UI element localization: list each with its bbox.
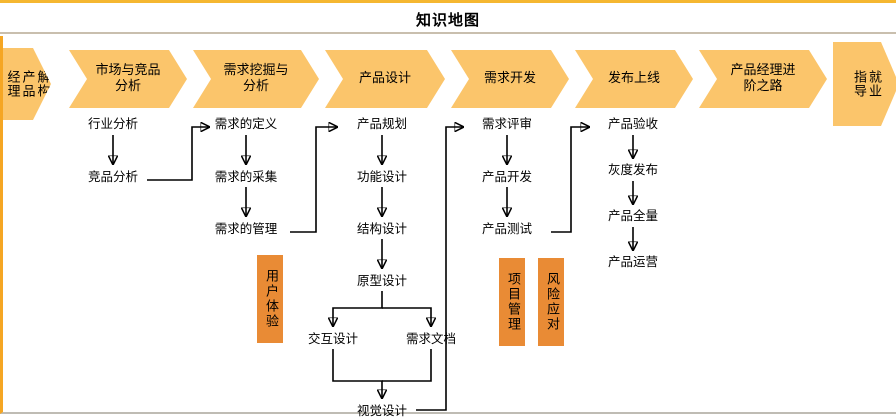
node-design-4[interactable]: 交互设计 [299, 332, 367, 346]
node-design-3[interactable]: 原型设计 [348, 274, 416, 288]
node-label: 产品开发 [481, 169, 532, 184]
node-develop-1[interactable]: 产品开发 [473, 170, 541, 184]
pillar-label: 用户体验 [263, 269, 278, 329]
stage-arrow-label: 需求开发 [483, 71, 536, 86]
node-design-1[interactable]: 功能设计 [348, 170, 416, 184]
stage-arrow-label: 需求挖掘与 分析 [223, 63, 289, 94]
stage-arrow-label: 产品设计 [358, 71, 411, 86]
title-bar: 知识地图 [0, 0, 896, 34]
stage-arrow-label: 解构 产品 经理 [4, 70, 50, 98]
node-requirement-0[interactable]: 需求的定义 [204, 117, 288, 131]
diagram-canvas: 解构 产品 经理 市场与竞品 分析 需求挖掘与 分析 产品设计 需求开发 发布上… [0, 36, 896, 418]
node-develop-0[interactable]: 需求评审 [473, 117, 541, 131]
pillar-label: 风险应对 [544, 272, 559, 332]
stage-arrow-0[interactable]: 解构 产品 经理 [3, 48, 51, 120]
stage-arrow-7[interactable]: 就业 指导 [833, 42, 896, 126]
pillar-box-user-experience[interactable]: 用户体验 [257, 255, 283, 343]
node-design-6[interactable]: 视觉设计 [348, 404, 416, 418]
pillar-box-project-management[interactable]: 项目管理 [499, 258, 525, 346]
stage-arrow-label: 发布上线 [607, 71, 660, 86]
node-label: 原型设计 [356, 273, 407, 288]
node-label: 视觉设计 [356, 403, 407, 418]
node-label: 需求的定义 [214, 116, 278, 131]
node-label: 交互设计 [307, 331, 358, 346]
node-release-2[interactable]: 产品全量 [599, 209, 667, 223]
node-release-0[interactable]: 产品验收 [599, 117, 667, 131]
node-develop-2[interactable]: 产品测试 [473, 222, 541, 236]
node-design-0[interactable]: 产品规划 [348, 117, 416, 131]
node-label: 产品验收 [607, 116, 658, 131]
stage-arrow-1[interactable]: 市场与竞品 分析 [69, 50, 187, 108]
node-requirement-2[interactable]: 需求的管理 [204, 222, 288, 236]
page-title: 知识地图 [415, 11, 480, 29]
node-label: 产品全量 [607, 208, 658, 223]
node-label: 产品规划 [356, 116, 407, 131]
node-label: 产品测试 [481, 221, 532, 236]
stage-arrow-3[interactable]: 产品设计 [325, 50, 445, 108]
node-release-3[interactable]: 产品运营 [599, 255, 667, 269]
pillar-label: 项目管理 [505, 272, 520, 332]
stage-arrow-label: 就业 指导 [851, 70, 881, 98]
node-label: 需求评审 [481, 116, 532, 131]
stage-arrow-2[interactable]: 需求挖掘与 分析 [193, 50, 319, 108]
node-label: 竞品分析 [87, 169, 138, 184]
node-market-0[interactable]: 行业分析 [79, 117, 147, 131]
node-label: 需求的管理 [214, 221, 278, 236]
node-market-1[interactable]: 竞品分析 [79, 170, 147, 184]
node-release-1[interactable]: 灰度发布 [599, 163, 667, 177]
pillar-box-risk-response[interactable]: 风险应对 [538, 258, 564, 346]
node-label: 需求文档 [405, 331, 456, 346]
stage-arrow-label: 产品经理进 阶之路 [730, 63, 796, 94]
node-label: 需求的采集 [214, 169, 278, 184]
node-design-5[interactable]: 需求文档 [397, 332, 465, 346]
stage-arrow-4[interactable]: 需求开发 [451, 50, 569, 108]
node-label: 产品运营 [607, 254, 658, 269]
stage-arrow-label: 市场与竞品 分析 [95, 63, 161, 94]
node-design-2[interactable]: 结构设计 [348, 222, 416, 236]
stage-arrow-6[interactable]: 产品经理进 阶之路 [699, 50, 827, 108]
stage-arrow-5[interactable]: 发布上线 [575, 50, 693, 108]
node-label: 功能设计 [356, 169, 407, 184]
node-label: 行业分析 [87, 116, 138, 131]
node-label: 灰度发布 [607, 162, 658, 177]
node-label: 结构设计 [356, 221, 407, 236]
node-requirement-1[interactable]: 需求的采集 [204, 170, 288, 184]
